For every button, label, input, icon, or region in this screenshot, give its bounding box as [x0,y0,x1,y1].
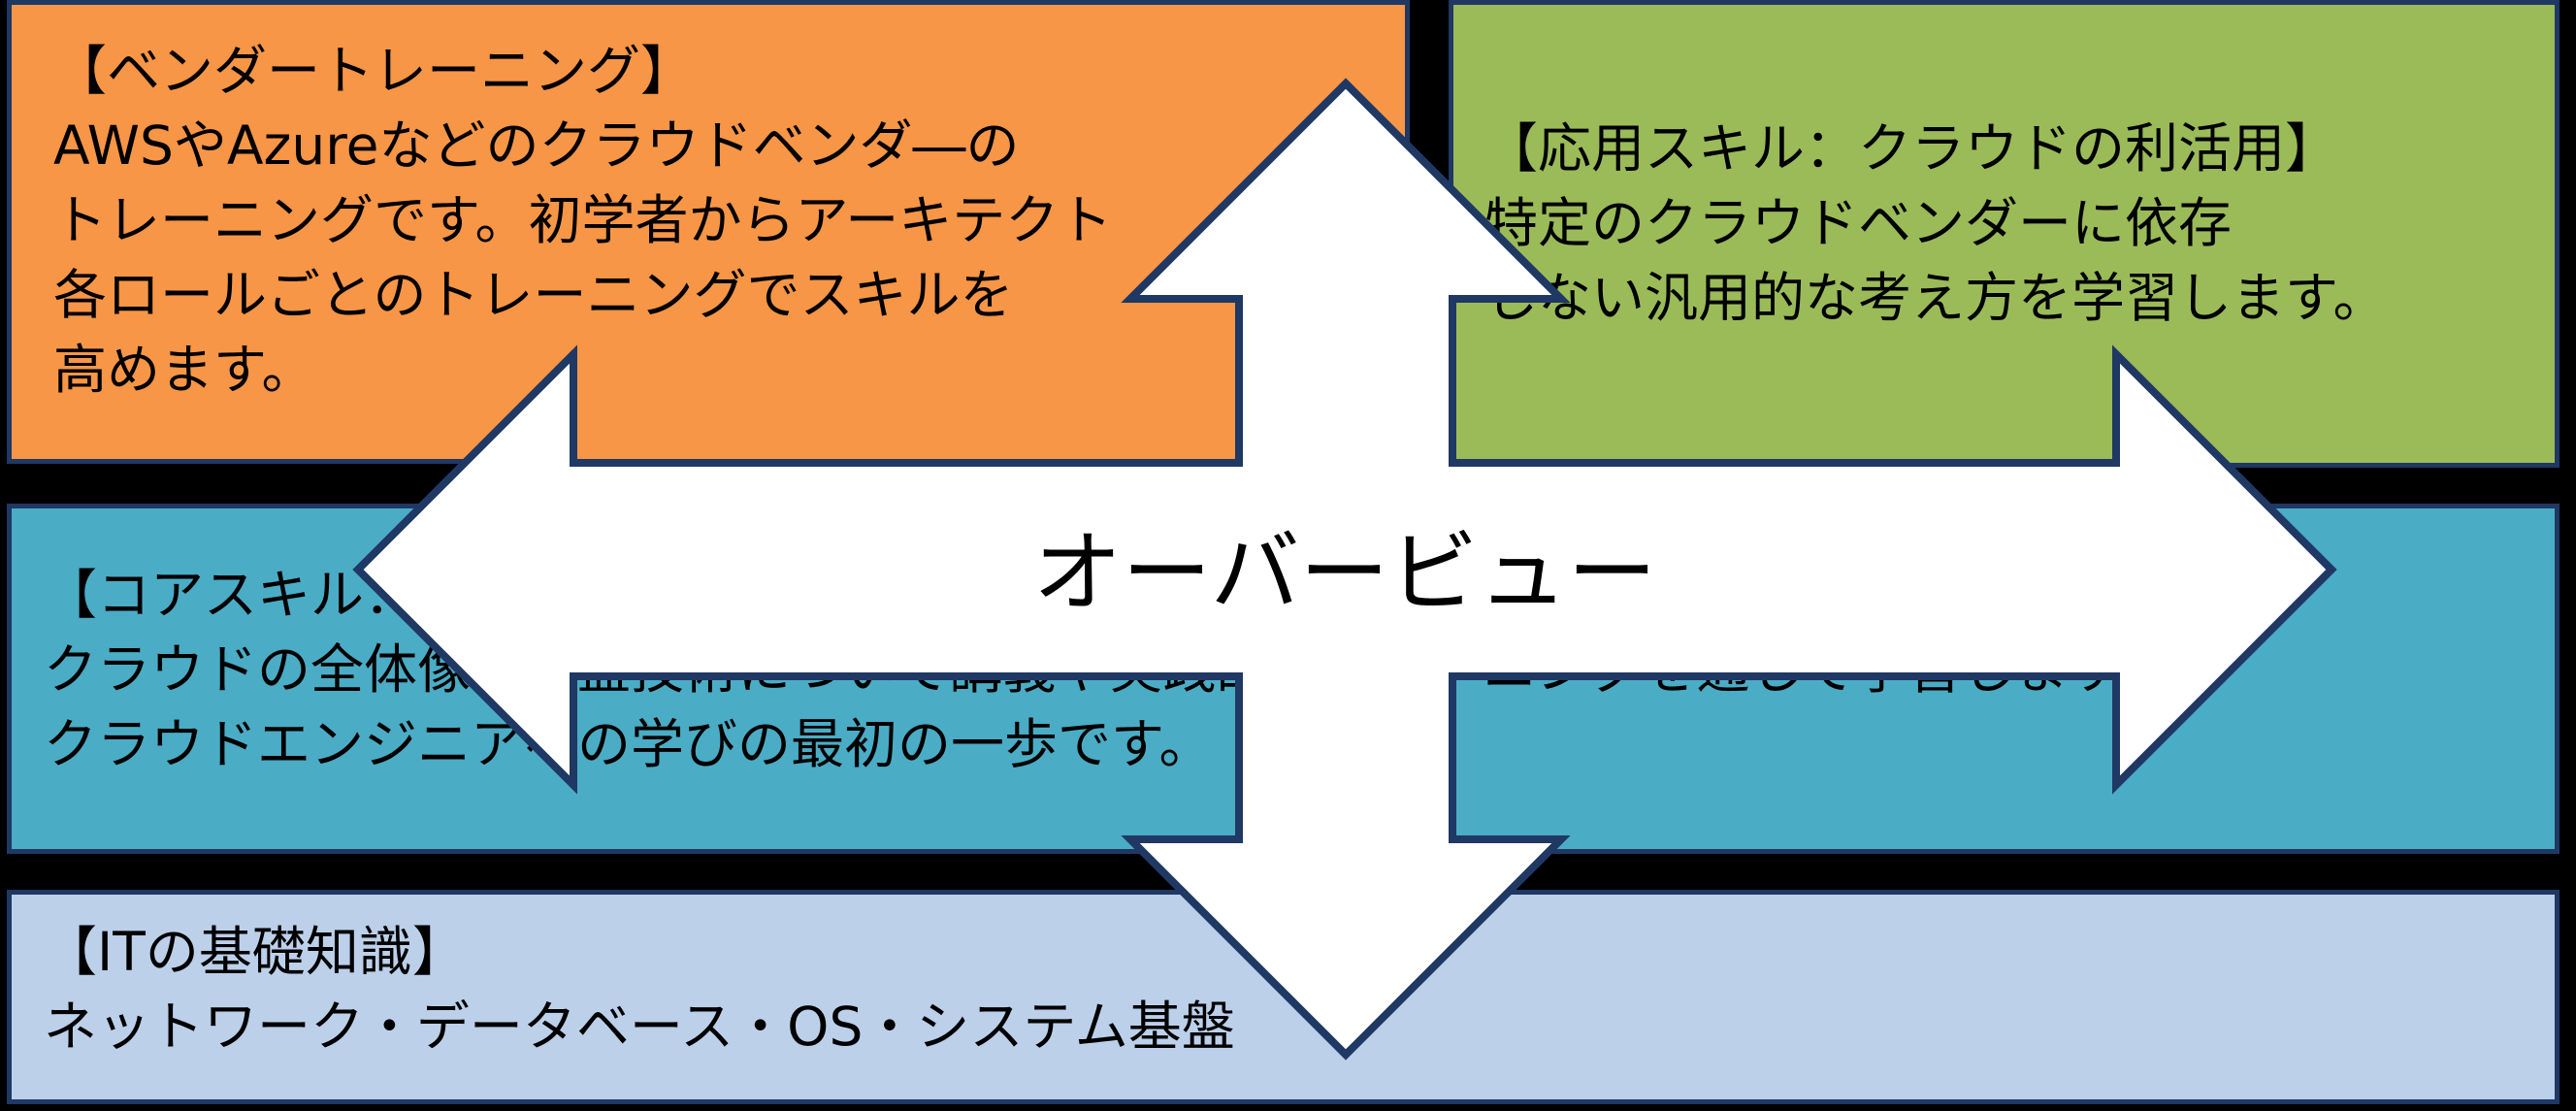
it-basics-title: 【ITの基礎知識】 [44,921,466,983]
vendor-training-line: トレーニングです。初学者からアーキテクト [53,189,1113,251]
vendor-training-line: 高めます。 [53,339,315,401]
it-basics-box: 【ITの基礎知識】 ネットワーク・データベース・OS・システム基盤 [7,890,2560,1104]
applied-skills-line: 特定のクラウドベンダーに依存 [1484,192,2233,254]
applied-skills-line: しない汎用的な考え方を学習します。 [1484,267,2387,329]
core-skills-box: 【コアスキル：クラウドコンピューティング】 クラウドの全体像や基盤技術について講… [7,504,2560,854]
core-skills-line: クラウドの全体像や基盤技術について講義や実践的なトレーニングを通して学習します。 [44,638,2170,701]
it-basics-line: ネットワーク・データベース・OS・システム基盤 [44,996,1235,1058]
vendor-training-box: 【ベンダートレーニング】 AWSやAzureなどのクラウドベンダ―の トレーニン… [7,0,1410,464]
vendor-training-line: 各ロールごとのトレーニングでスキルを [53,264,1014,326]
vendor-training-line: AWSやAzureなどのクラウドベンダ―の [53,114,1020,177]
applied-skills-title: 【応用スキル：クラウドの利活用】 [1484,117,2339,180]
core-skills-line: クラウドエンジニアへの学びの最初の一歩です。 [44,713,1213,775]
applied-skills-box: 【応用スキル：クラウドの利活用】 特定のクラウドベンダーに依存 しない汎用的な考… [1449,0,2560,468]
vendor-training-title: 【ベンダートレーニング】 [53,40,695,102]
core-skills-title: 【コアスキル：クラウドコンピューティング】 [44,564,1161,626]
